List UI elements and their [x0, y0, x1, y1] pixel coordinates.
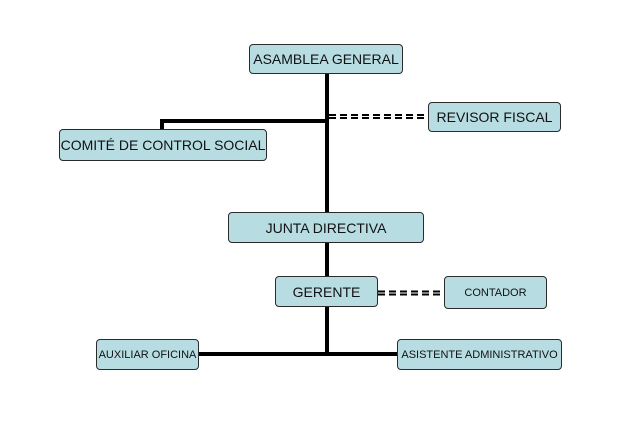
- node-auxiliar-oficina: AUXILIAR OFICINA: [96, 339, 199, 370]
- node-label: COMITÉ DE CONTROL SOCIAL: [60, 137, 266, 153]
- comite-connector: [160, 119, 327, 129]
- node-label: CONTADOR: [464, 286, 527, 299]
- node-junta-directiva: JUNTA DIRECTIVA: [228, 212, 424, 243]
- node-revisor-fiscal: REVISOR FISCAL: [428, 102, 561, 132]
- node-contador: CONTADOR: [444, 276, 547, 309]
- node-asistente-administrativo: ASISTENTE ADMINISTRATIVO: [397, 339, 562, 370]
- node-label: GERENTE: [292, 283, 361, 300]
- node-label: REVISOR FISCAL: [436, 109, 553, 125]
- node-label: ASISTENTE ADMINISTRATIVO: [401, 348, 558, 361]
- node-comite-control-social: COMITÉ DE CONTROL SOCIAL: [59, 129, 267, 161]
- node-gerente: GERENTE: [275, 276, 378, 307]
- node-label: ASAMBLEA GENERAL: [253, 51, 399, 67]
- node-asamblea-general: ASAMBLEA GENERAL: [249, 44, 403, 74]
- node-label: JUNTA DIRECTIVA: [265, 219, 387, 236]
- node-label: AUXILIAR OFICINA: [98, 348, 197, 361]
